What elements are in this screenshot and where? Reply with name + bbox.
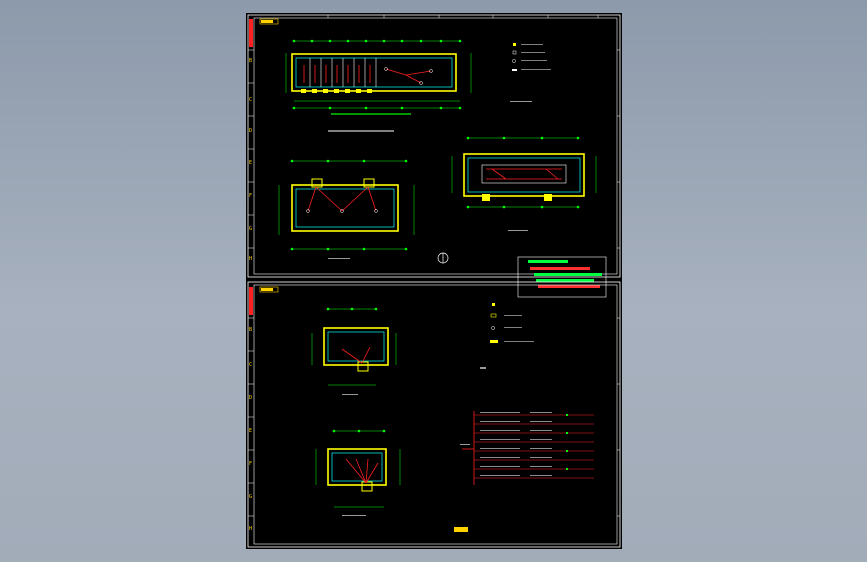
upper-sheet-tag-fill bbox=[261, 20, 273, 23]
plan-small-a bbox=[311, 307, 397, 395]
upper-corner-stamp bbox=[249, 19, 253, 47]
plan-mid-right bbox=[451, 136, 597, 231]
legend-upper bbox=[510, 43, 551, 102]
plan-mid-left bbox=[278, 159, 415, 259]
upper-sheet-inner-frame bbox=[253, 17, 618, 275]
lower-sheet-outer-frame bbox=[247, 281, 621, 548]
upper-row-label: G bbox=[249, 226, 253, 232]
lower-sheet bbox=[247, 281, 621, 548]
lower-corner-stamp bbox=[249, 287, 253, 315]
upper-title-block bbox=[517, 256, 607, 298]
lower-row-label: E bbox=[249, 428, 253, 434]
drawing-paper[interactable]: B C D E F G H B C D E F G H bbox=[246, 13, 622, 549]
upper-row-label: B bbox=[249, 58, 253, 64]
upper-row-label: H bbox=[249, 256, 253, 262]
plan-long-top bbox=[285, 39, 472, 132]
lower-title-mark bbox=[454, 527, 468, 532]
lower-left-ruler bbox=[248, 317, 254, 517]
drawing-canvas bbox=[247, 14, 621, 548]
upper-sheet bbox=[247, 14, 621, 298]
upper-row-label: C bbox=[249, 97, 253, 103]
lower-row-label: D bbox=[249, 395, 253, 401]
upper-row-label: F bbox=[249, 193, 253, 199]
upper-sheet-tag bbox=[259, 18, 279, 25]
lower-row-label: H bbox=[249, 526, 253, 532]
distribution-schedule bbox=[460, 411, 594, 485]
lower-row-label: G bbox=[249, 494, 253, 500]
upper-row-label: E bbox=[249, 160, 253, 166]
upper-row-label: D bbox=[249, 128, 253, 134]
lower-row-label: C bbox=[249, 362, 253, 368]
upper-right-ticks bbox=[617, 49, 620, 249]
lower-row-label: B bbox=[249, 327, 253, 333]
lower-sheet-inner-frame bbox=[253, 284, 618, 545]
lower-right-ticks bbox=[617, 317, 620, 517]
plan-small-b bbox=[315, 429, 401, 516]
upper-sheet-outer-frame bbox=[247, 14, 621, 278]
upper-top-ticks bbox=[327, 15, 599, 18]
legend-lower bbox=[480, 303, 534, 369]
lower-row-label: F bbox=[249, 461, 253, 467]
upper-left-ruler bbox=[248, 49, 254, 249]
